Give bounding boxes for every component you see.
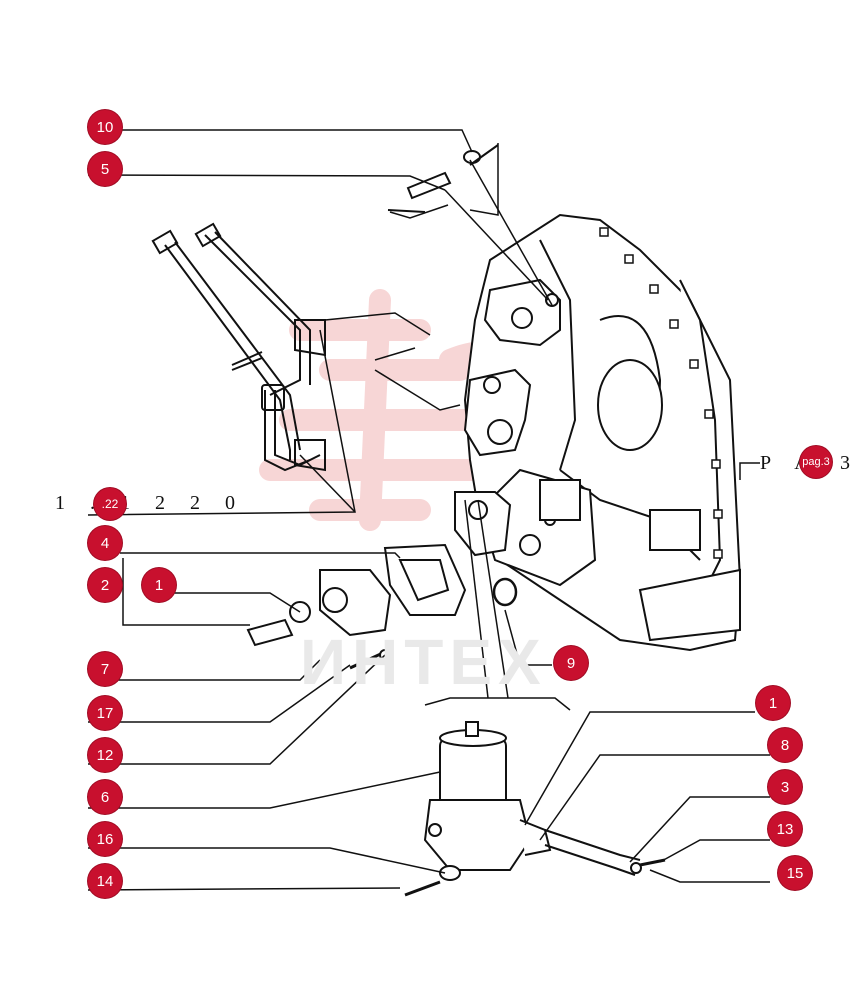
callout-14[interactable]: 14 — [88, 864, 122, 898]
leader-lines — [87, 129, 770, 891]
callout-5[interactable]: 5 — [88, 152, 122, 186]
right-reference-suffix: 3 — [840, 452, 850, 474]
callout-8[interactable]: 8 — [768, 728, 802, 762]
callout-4[interactable]: 4 — [88, 526, 122, 560]
callout-2[interactable]: 2 — [88, 568, 122, 602]
transmission-housing — [454, 213, 742, 652]
right-reference-label: P A — [760, 452, 819, 474]
o-ring-9 — [492, 577, 518, 607]
oil-filter-assembly — [404, 721, 666, 897]
callout-1-sensor[interactable]: 1 — [142, 568, 176, 602]
filter-cover-assembly — [246, 543, 467, 670]
watermark-text: ИНТЕХ — [300, 626, 547, 698]
left-reference-label: 1 . 1 2 2 0 — [55, 492, 245, 514]
callout-13[interactable]: 13 — [768, 812, 802, 846]
callout-1-filter[interactable]: 1 — [756, 686, 790, 720]
callout-17[interactable]: 17 — [88, 696, 122, 730]
callout-12[interactable]: 12 — [88, 738, 122, 772]
callout-15[interactable]: 15 — [778, 856, 812, 890]
callout-7[interactable]: 7 — [88, 652, 122, 686]
lubrication-pipes — [151, 222, 326, 472]
banjo-fitting — [387, 144, 499, 213]
right-reference-badge[interactable]: pag.3 — [800, 446, 832, 478]
callout-16[interactable]: 16 — [88, 822, 122, 856]
callout-3[interactable]: 3 — [768, 770, 802, 804]
callout-6[interactable]: 6 — [88, 780, 122, 814]
callout-9[interactable]: 9 — [554, 646, 588, 680]
left-reference-badge[interactable]: .22 — [94, 488, 126, 520]
callout-10[interactable]: 10 — [88, 110, 122, 144]
